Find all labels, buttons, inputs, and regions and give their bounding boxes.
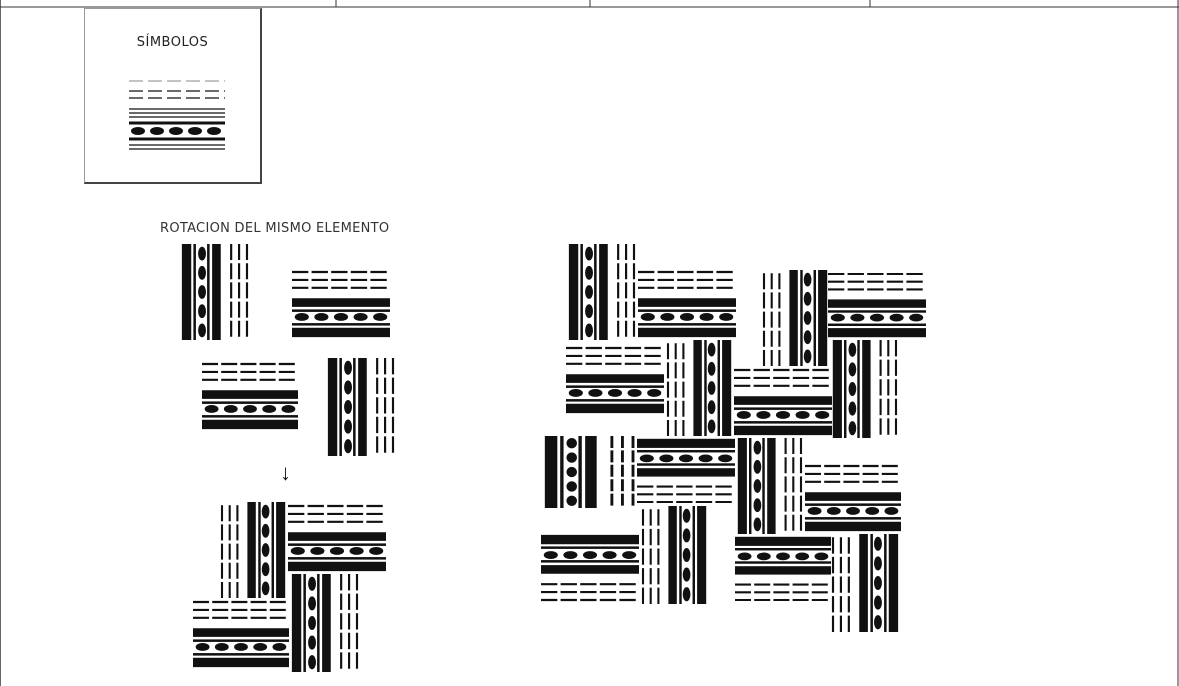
pattern-tile-02-graphic [638, 268, 736, 340]
legend-symbols [129, 79, 225, 155]
rotation-section-label: ROTACION DEL MISMO ELEMENTO [160, 221, 389, 236]
pattern-tile-05 [566, 344, 664, 416]
composite-tile-1-graphic [218, 502, 288, 598]
pattern-tile-13 [541, 532, 639, 604]
legend-symbol-graphic [129, 79, 225, 155]
pattern-tile-06-graphic [664, 340, 734, 436]
pattern-tile-16 [829, 534, 901, 632]
pattern-tile-13-graphic [541, 532, 639, 604]
pattern-tile-12-graphic [805, 462, 901, 534]
pattern-tile-16-graphic [829, 534, 901, 632]
pattern-tile-05-graphic [566, 344, 664, 416]
pattern-tile-10 [637, 436, 735, 506]
pattern-tile-01 [566, 244, 638, 340]
legend-oval-dot [169, 127, 183, 135]
composite-tile-3 [193, 598, 289, 670]
down-arrow-icon: ↓ [280, 462, 291, 484]
pattern-tile-03 [760, 270, 830, 366]
pattern-tile-07 [734, 366, 832, 438]
composite-tile-3-graphic [193, 598, 289, 670]
pattern-tile-14-graphic [639, 506, 709, 604]
composite-tile-2 [288, 502, 386, 574]
legend-oval-dot [207, 127, 221, 135]
pattern-tile-14 [639, 506, 709, 604]
rotation-tile-4 [325, 358, 397, 456]
composite-tile-1 [218, 502, 288, 598]
legend-oval-dot [188, 127, 202, 135]
pattern-tile-08-graphic [830, 340, 900, 438]
pattern-tile-15 [735, 534, 831, 604]
legend-oval-dot [150, 127, 164, 135]
pattern-tile-02 [638, 268, 736, 340]
pattern-tile-04 [828, 270, 926, 340]
pattern-tile-11 [735, 438, 805, 534]
symbols-legend: SÍMBOLOS [84, 8, 262, 184]
rotation-tile-2-graphic [292, 268, 390, 340]
pattern-tile-06 [664, 340, 734, 436]
composite-tile-2-graphic [288, 502, 386, 574]
pattern-tile-09-graphic [541, 436, 637, 508]
legend-oval-dot [131, 127, 145, 135]
pattern-tile-08 [830, 340, 900, 438]
rotation-tile-1-graphic [179, 244, 251, 340]
legend-title: SÍMBOLOS [85, 35, 260, 50]
rotation-tile-3 [202, 360, 298, 432]
pattern-tile-03-graphic [760, 270, 830, 366]
pattern-tile-11-graphic [735, 438, 805, 534]
rotation-tile-1 [179, 244, 251, 340]
rotation-tile-4-graphic [325, 358, 397, 456]
rotation-tile-3-graphic [202, 360, 298, 432]
pattern-tile-12 [805, 462, 901, 534]
pattern-tile-04-graphic [828, 270, 926, 340]
composite-tile-4-graphic [289, 574, 361, 672]
composite-tile-4 [289, 574, 361, 672]
pattern-tile-10-graphic [637, 436, 735, 506]
pattern-tile-09 [541, 436, 637, 508]
pattern-tile-07-graphic [734, 366, 832, 438]
pattern-tile-01-graphic [566, 244, 638, 340]
rotation-tile-2 [292, 268, 390, 340]
pattern-tile-15-graphic [735, 534, 831, 604]
